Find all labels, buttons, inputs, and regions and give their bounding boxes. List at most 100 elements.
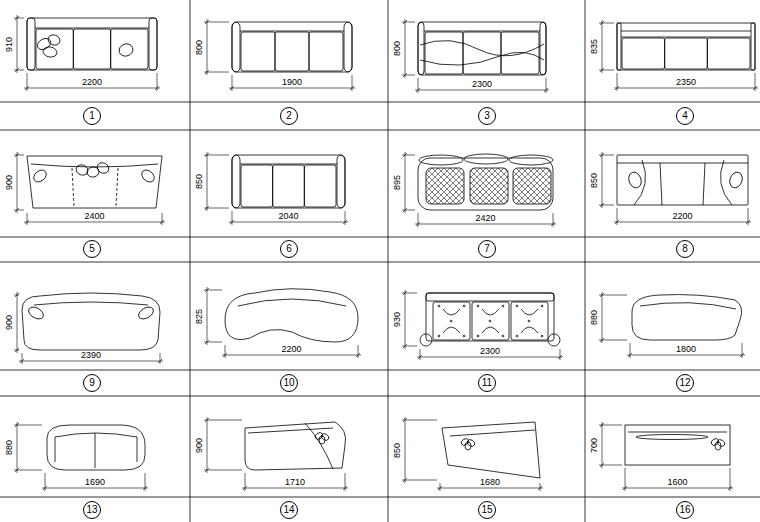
dimension-tick [746, 220, 750, 224]
dimension-5 [14, 152, 165, 225]
extension-line [162, 213, 163, 225]
sofa-back [424, 31, 540, 32]
dimension-tick [350, 86, 354, 90]
dimension-tick [205, 153, 209, 157]
seat-cushion [73, 29, 110, 69]
button [502, 335, 504, 337]
seat-cushion [501, 32, 539, 74]
height-dimension: 700 [591, 436, 600, 453]
height-dimension: 900 [6, 174, 15, 191]
pillow [95, 161, 110, 176]
dimension-line [415, 224, 556, 225]
dimension-tick [600, 68, 604, 72]
dimension-tick [740, 353, 744, 357]
dimension-lines [14, 15, 758, 491]
dimension-tick [205, 206, 209, 210]
extension-line [160, 353, 161, 364]
callout-number: 16 [679, 505, 690, 515]
dimension-11 [402, 290, 563, 360]
button [516, 305, 518, 307]
sofa-back [240, 31, 344, 32]
dimension-tick [15, 293, 19, 297]
dimension-line [24, 88, 160, 89]
width-dimension: 2040 [277, 212, 299, 221]
dimension-tick [205, 340, 209, 344]
dimension-12 [599, 292, 745, 358]
dimension-tick [15, 16, 19, 20]
seat-cushion [665, 38, 708, 69]
sofa-outline [418, 22, 546, 75]
extension-line [204, 420, 242, 421]
sofa-outline [418, 158, 553, 210]
dimension-tick [356, 353, 360, 357]
callout-number: 11 [482, 378, 492, 388]
seat-cushion [425, 32, 463, 74]
dimension-tick [438, 486, 442, 490]
dimension-tick [615, 220, 619, 224]
dimension-line [602, 422, 603, 468]
dimension-line [405, 290, 406, 349]
pillow [42, 46, 58, 58]
back-cushion [464, 154, 508, 164]
dimension-tick [343, 486, 347, 490]
callout-number: 15 [481, 505, 492, 515]
button [489, 320, 491, 322]
callout-circle: 16 [676, 501, 694, 519]
height-dimension: 825 [196, 307, 205, 324]
dimension-4 [599, 20, 758, 91]
callout-circle: 5 [83, 240, 101, 258]
sofa-back [621, 31, 751, 32]
sofa-back [450, 430, 535, 436]
dimension-line [614, 88, 758, 89]
button [477, 335, 479, 337]
dimension-3 [402, 19, 549, 93]
callout-circle: 2 [280, 107, 298, 125]
dimension-line [207, 417, 208, 473]
seat-cushion [470, 168, 508, 204]
button [463, 305, 465, 307]
sofa-arm [420, 334, 432, 346]
height-dimension: 835 [591, 38, 600, 55]
width-dimension: 2200 [280, 345, 302, 354]
width-dimension: 1680 [479, 478, 501, 487]
dimension-tick [558, 355, 562, 359]
sofa-arm [232, 155, 240, 208]
sofa-back [31, 164, 158, 167]
pillow [117, 42, 134, 58]
sofa-9 [22, 293, 160, 350]
sofa-15 [442, 422, 540, 478]
pillow [319, 436, 325, 444]
sofa-outline [27, 156, 162, 208]
extension-line [27, 213, 28, 225]
grid-line [0, 130, 760, 131]
callout-number: 2 [286, 111, 292, 121]
extension-line [599, 340, 627, 341]
dimension-tick [243, 486, 247, 490]
dimension-tick [205, 288, 209, 292]
dimension-line [622, 488, 733, 489]
height-dimension: 910 [6, 35, 15, 52]
throw-blanket [305, 423, 333, 469]
sofa-arm [751, 23, 755, 70]
seat-cushion [426, 168, 464, 204]
pillow [715, 442, 721, 450]
seat-cushion [433, 302, 470, 340]
button [516, 335, 518, 337]
dimension-tick [158, 359, 162, 363]
sofa-outline [617, 155, 748, 205]
callout-number: 13 [86, 505, 97, 515]
dimension-tick [551, 222, 555, 226]
dimension-line [207, 19, 208, 75]
width-dimension: 2350 [675, 78, 697, 87]
sofa-12 [632, 295, 742, 340]
seat-cushion [511, 302, 548, 340]
dimension-tick [418, 355, 422, 359]
grid-line [388, 0, 389, 522]
dimension-2 [204, 19, 355, 91]
sofa-outline [632, 295, 742, 340]
extension-line [402, 420, 437, 421]
dimension-line [222, 355, 361, 356]
height-dimension: 800 [196, 38, 205, 55]
sofa-outline [232, 155, 345, 208]
